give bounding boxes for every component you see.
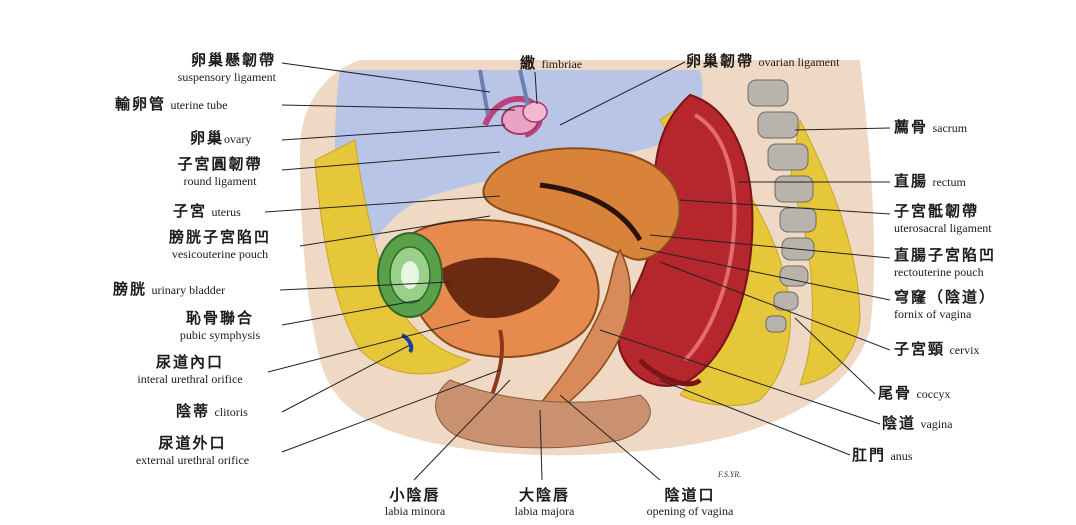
label-zh: 卵巢: [190, 129, 224, 147]
label-en: uterine tube: [170, 98, 227, 112]
label-anus: 肛門 anus: [852, 448, 912, 463]
label-uterine-tube: 輸卵管 uterine tube: [115, 97, 227, 112]
label-en: uterus: [211, 205, 240, 219]
label-suspensory-ligament: 卵巢懸韌帶 suspensory ligament: [178, 53, 276, 83]
label-zh: 繖: [520, 54, 537, 72]
label-round-ligament: 子宮圓韌帶 round ligament: [160, 157, 280, 187]
label-zh: 直腸子宮陷凹: [894, 248, 996, 263]
label-zh: 子宮骶韌帶: [894, 204, 992, 219]
label-fimbriae: 繖 fimbriae: [520, 56, 582, 71]
label-zh: 薦骨: [894, 118, 928, 136]
label-zh: 小陰唇: [370, 488, 460, 503]
label-zh: 子宮頸: [894, 340, 945, 358]
label-zh: 子宮: [173, 202, 207, 220]
artist-signature: F.S.YR.: [718, 470, 741, 479]
label-zh: 尿道內口: [110, 355, 270, 370]
label-zh: 陰道口: [625, 488, 755, 503]
label-en: opening of vagina: [625, 505, 755, 517]
label-pubic-symphysis: 恥骨聯合 pubic symphysis: [160, 311, 280, 341]
label-zh: 穹窿（陰道）: [894, 290, 996, 305]
label-en: ovarian ligament: [758, 55, 839, 69]
label-en: fimbriae: [541, 57, 582, 71]
label-zh: 輸卵管: [115, 95, 166, 113]
label-zh: 尿道外口: [100, 436, 285, 451]
label-zh: 膀胱: [113, 280, 147, 298]
label-en: rectouterine pouch: [894, 266, 996, 278]
label-labia-majora: 大陰唇 labia majora: [497, 488, 592, 517]
label-zh: 肛門: [852, 446, 886, 464]
label-uterus: 子宮 uterus: [173, 204, 241, 219]
label-cervix: 子宮頸 cervix: [894, 342, 979, 357]
label-en: rectum: [932, 175, 965, 189]
label-uterosacral-ligament: 子宮骶韌帶 uterosacral ligament: [894, 204, 992, 234]
label-internal-urethral-orifice: 尿道內口 interal urethral orifice: [110, 355, 270, 385]
label-en: interal urethral orifice: [110, 373, 270, 385]
label-en: uterosacral ligament: [894, 222, 992, 234]
label-zh: 尾骨: [878, 384, 912, 402]
label-ovarian-ligament: 卵巢韌帶 ovarian ligament: [686, 54, 839, 69]
label-rectum: 直腸 rectum: [894, 174, 966, 189]
label-external-urethral-orifice: 尿道外口 external urethral orifice: [100, 436, 285, 466]
label-en: external urethral orifice: [100, 454, 285, 466]
label-opening-of-vagina: 陰道口 opening of vagina: [625, 488, 755, 517]
label-zh: 大陰唇: [497, 488, 592, 503]
label-zh: 卵巢懸韌帶: [178, 53, 276, 68]
label-en: labia minora: [370, 505, 460, 517]
label-en: vesicouterine pouch: [140, 248, 300, 260]
label-vesicouterine-pouch: 膀胱子宮陷凹 vesicouterine pouch: [140, 230, 300, 260]
label-zh: 陰蒂: [176, 402, 210, 420]
label-en: round ligament: [160, 175, 280, 187]
label-zh: 直腸: [894, 172, 928, 190]
label-rectouterine-pouch: 直腸子宮陷凹 rectouterine pouch: [894, 248, 996, 278]
label-ovary: 卵巢ovary: [190, 131, 251, 146]
label-en: coccyx: [916, 387, 950, 401]
label-en: cervix: [949, 343, 979, 357]
label-zh: 卵巢韌帶: [686, 52, 754, 70]
label-clitoris: 陰蒂 clitoris: [176, 404, 248, 419]
label-en: urinary bladder: [151, 283, 225, 297]
label-en: fornix of vagina: [894, 308, 996, 320]
label-en: vagina: [920, 417, 952, 431]
label-en: labia majora: [497, 505, 592, 517]
label-en: pubic symphysis: [160, 329, 280, 341]
label-urinary-bladder: 膀胱 urinary bladder: [113, 282, 225, 297]
label-en: clitoris: [214, 405, 247, 419]
label-en: anus: [890, 449, 912, 463]
label-en: ovary: [224, 132, 251, 146]
label-zh: 恥骨聯合: [160, 311, 280, 326]
label-fornix-of-vagina: 穹窿（陰道） fornix of vagina: [894, 290, 996, 320]
label-zh: 膀胱子宮陷凹: [140, 230, 300, 245]
label-labia-minora: 小陰唇 labia minora: [370, 488, 460, 517]
label-en: suspensory ligament: [178, 71, 276, 83]
label-vagina: 陰道 vagina: [882, 416, 952, 431]
label-coccyx: 尾骨 coccyx: [878, 386, 950, 401]
label-zh: 陰道: [882, 414, 916, 432]
label-en: sacrum: [932, 121, 967, 135]
label-zh: 子宮圓韌帶: [160, 157, 280, 172]
label-sacrum: 薦骨 sacrum: [894, 120, 967, 135]
